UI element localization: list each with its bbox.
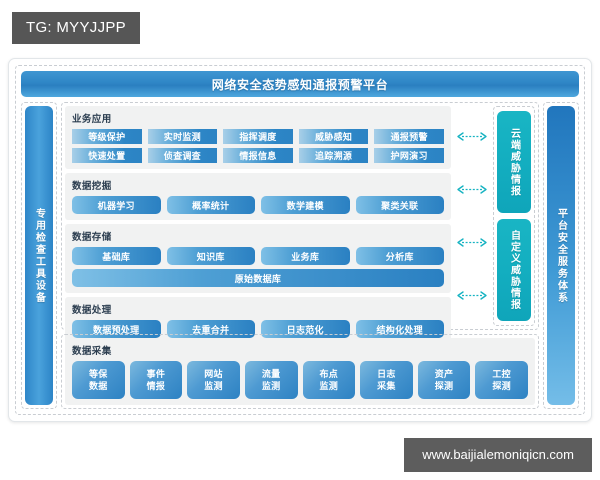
tile-line2: 探测 xyxy=(492,381,511,391)
button-dedup-merge[interactable]: 去重合并 xyxy=(166,320,255,338)
section-data-storage: 数据存储 基础库 知识库 业务库 分析库 原始数据库 xyxy=(65,224,451,293)
button-log-normalization[interactable]: 日志范化 xyxy=(261,320,350,338)
button-analysis-database[interactable]: 分析库 xyxy=(355,247,444,265)
double-arrow-icon-processing xyxy=(457,291,487,300)
button-business-database[interactable]: 业务库 xyxy=(261,247,350,265)
data-storage-row-2: 原始数据库 xyxy=(72,269,444,287)
page-title: 网络安全态势感知通报预警平台 xyxy=(211,77,389,92)
button-structured-processing[interactable]: 结构化处理 xyxy=(355,320,444,338)
watermark-url: www.baijialemoniqicn.com xyxy=(404,438,592,472)
section-title-business-application: 业务应用 xyxy=(72,114,112,125)
button-tongbao-yujing[interactable]: 通报预警 xyxy=(374,129,444,144)
button-machine-learning[interactable]: 机器学习 xyxy=(72,196,161,214)
business-application-row-2: 快速处置 侦查调查 情报信息 追踪溯源 护网演习 xyxy=(72,148,444,163)
button-weixie-ganzhi[interactable]: 威胁感知 xyxy=(298,129,369,144)
upper-sections-column: 业务应用 等级保护 实时监测 指挥调度 威胁感知 通报预警 快速处置 侦查调查 xyxy=(65,106,451,344)
section-data-processing: 数据处理 数据预处理 去重合并 日志范化 结构化处理 xyxy=(65,297,451,344)
button-data-preprocessing[interactable]: 数据预处理 xyxy=(72,320,161,338)
tile-line2: 数据 xyxy=(89,381,108,391)
button-zhuizong-suyuan[interactable]: 追踪溯源 xyxy=(298,148,369,163)
tile-line2: 监测 xyxy=(261,381,281,391)
tile-line2: 采集 xyxy=(377,381,396,391)
platform-title-bar: 网络安全态势感知通报预警平台 xyxy=(21,71,579,97)
sidebar-left-inspection-tools[interactable]: 专用检查工具设备 xyxy=(25,106,53,405)
tile-line1: 日志 xyxy=(377,368,396,379)
button-kuaisu-chuzhi[interactable]: 快速处置 xyxy=(72,148,142,163)
upper-layers-zone: 业务应用 等级保护 实时监测 指挥调度 威胁感知 通报预警 快速处置 侦查调查 xyxy=(61,102,539,344)
section-business-application: 业务应用 等级保护 实时监测 指挥调度 威胁感知 通报预警 快速处置 侦查调查 xyxy=(65,106,451,169)
button-raw-database[interactable]: 原始数据库 xyxy=(72,269,444,287)
tile-line1: 事件 xyxy=(146,368,166,379)
intel-box-custom-threat[interactable]: 自定义威胁情报 xyxy=(497,219,531,321)
intel-label-custom-threat: 自定义威胁情报 xyxy=(508,229,520,311)
tile-wangzhan-jiance[interactable]: 网站 监测 xyxy=(187,361,240,399)
data-mining-row-1: 机器学习 概率统计 数学建模 聚类关联 xyxy=(72,196,444,214)
tile-line2: 情报 xyxy=(146,381,166,391)
tile-gongkong-tance[interactable]: 工控 探测 xyxy=(475,361,528,399)
button-dengji-baohu[interactable]: 等级保护 xyxy=(72,129,142,144)
button-shishi-jiance[interactable]: 实时监测 xyxy=(147,129,218,144)
button-huwang-yanxi[interactable]: 护网演习 xyxy=(374,148,444,163)
tg-badge: TG: MYYJJPP xyxy=(12,12,140,44)
layer-stack: 业务应用 等级保护 实时监测 指挥调度 威胁感知 通报预警 快速处置 侦查调查 xyxy=(61,102,539,409)
left-sidebar-wrapper: 专用检查工具设备 xyxy=(21,102,57,409)
section-title-data-storage: 数据存储 xyxy=(72,232,112,243)
button-probability-statistics[interactable]: 概率统计 xyxy=(166,196,255,214)
tile-line1: 资产 xyxy=(434,368,454,379)
diagram-body: 专用检查工具设备 业务应用 等级保护 实时监测 指挥调度 xyxy=(21,102,579,409)
tile-line1: 流量 xyxy=(261,368,281,379)
tile-line2: 探测 xyxy=(434,381,454,391)
button-qingbao-xinxi[interactable]: 情报信息 xyxy=(223,148,293,163)
tile-line2: 监测 xyxy=(319,381,339,391)
tile-line2: 监测 xyxy=(204,381,223,391)
section-title-data-collection: 数据采集 xyxy=(72,346,112,357)
section-data-mining: 数据挖掘 机器学习 概率统计 数学建模 聚类关联 xyxy=(65,173,451,220)
threat-intel-column: 云端威胁情报 自定义威胁情报 xyxy=(493,106,535,326)
tile-line1: 等保 xyxy=(89,368,108,379)
sidebar-left-label: 专用检查工具设备 xyxy=(33,207,45,304)
sidebar-right-security-service[interactable]: 平台安全服务体系 xyxy=(547,106,575,405)
button-math-modeling[interactable]: 数学建模 xyxy=(261,196,350,214)
section-title-data-mining: 数据挖掘 xyxy=(72,181,112,192)
data-collection-zone: 数据采集 等保 数据 事件 情报 网站 xyxy=(61,334,539,409)
tile-line1: 工控 xyxy=(492,368,511,379)
business-application-row-1: 等级保护 实时监测 指挥调度 威胁感知 通报预警 xyxy=(72,129,444,144)
tile-line1: 网站 xyxy=(204,368,223,379)
section-title-data-processing: 数据处理 xyxy=(72,305,112,316)
tile-dengbao-shuju[interactable]: 等保 数据 xyxy=(72,361,125,399)
tile-zichan-tance[interactable]: 资产 探测 xyxy=(417,361,471,399)
button-clustering-correlation[interactable]: 聚类关联 xyxy=(355,196,444,214)
data-processing-row-1: 数据预处理 去重合并 日志范化 结构化处理 xyxy=(72,320,444,338)
intel-box-cloud-threat[interactable]: 云端威胁情报 xyxy=(497,111,531,213)
architecture-diagram: 网络安全态势感知通报预警平台 专用检查工具设备 业务应用 xyxy=(8,58,592,422)
tile-line1: 布点 xyxy=(319,368,339,379)
tile-budian-jiance[interactable]: 布点 监测 xyxy=(302,361,356,399)
button-zhencha-diaocha[interactable]: 侦查调查 xyxy=(147,148,218,163)
tile-liuliang-jiance[interactable]: 流量 监测 xyxy=(244,361,298,399)
double-arrow-icon-storage xyxy=(457,238,487,247)
section-data-collection: 数据采集 等保 数据 事件 情报 网站 xyxy=(65,338,535,405)
button-knowledge-database[interactable]: 知识库 xyxy=(166,247,255,265)
button-base-database[interactable]: 基础库 xyxy=(72,247,161,265)
data-storage-row-1: 基础库 知识库 业务库 分析库 xyxy=(72,247,444,265)
data-collection-tile-row: 等保 数据 事件 情报 网站 监测 xyxy=(72,361,528,399)
right-sidebar-wrapper: 平台安全服务体系 xyxy=(543,102,579,409)
connector-arrow-column xyxy=(454,106,490,326)
button-zhihui-diaodu[interactable]: 指挥调度 xyxy=(223,129,293,144)
tile-rizhi-caiji[interactable]: 日志 采集 xyxy=(360,361,413,399)
intel-label-cloud-threat: 云端威胁情报 xyxy=(508,127,520,197)
double-arrow-icon-business xyxy=(457,132,487,141)
double-arrow-icon-mining xyxy=(457,185,487,194)
diagram-inner-frame: 网络安全态势感知通报预警平台 专用检查工具设备 业务应用 xyxy=(15,65,585,415)
tile-shijian-qingbao[interactable]: 事件 情报 xyxy=(129,361,183,399)
sidebar-right-label: 平台安全服务体系 xyxy=(555,207,567,304)
